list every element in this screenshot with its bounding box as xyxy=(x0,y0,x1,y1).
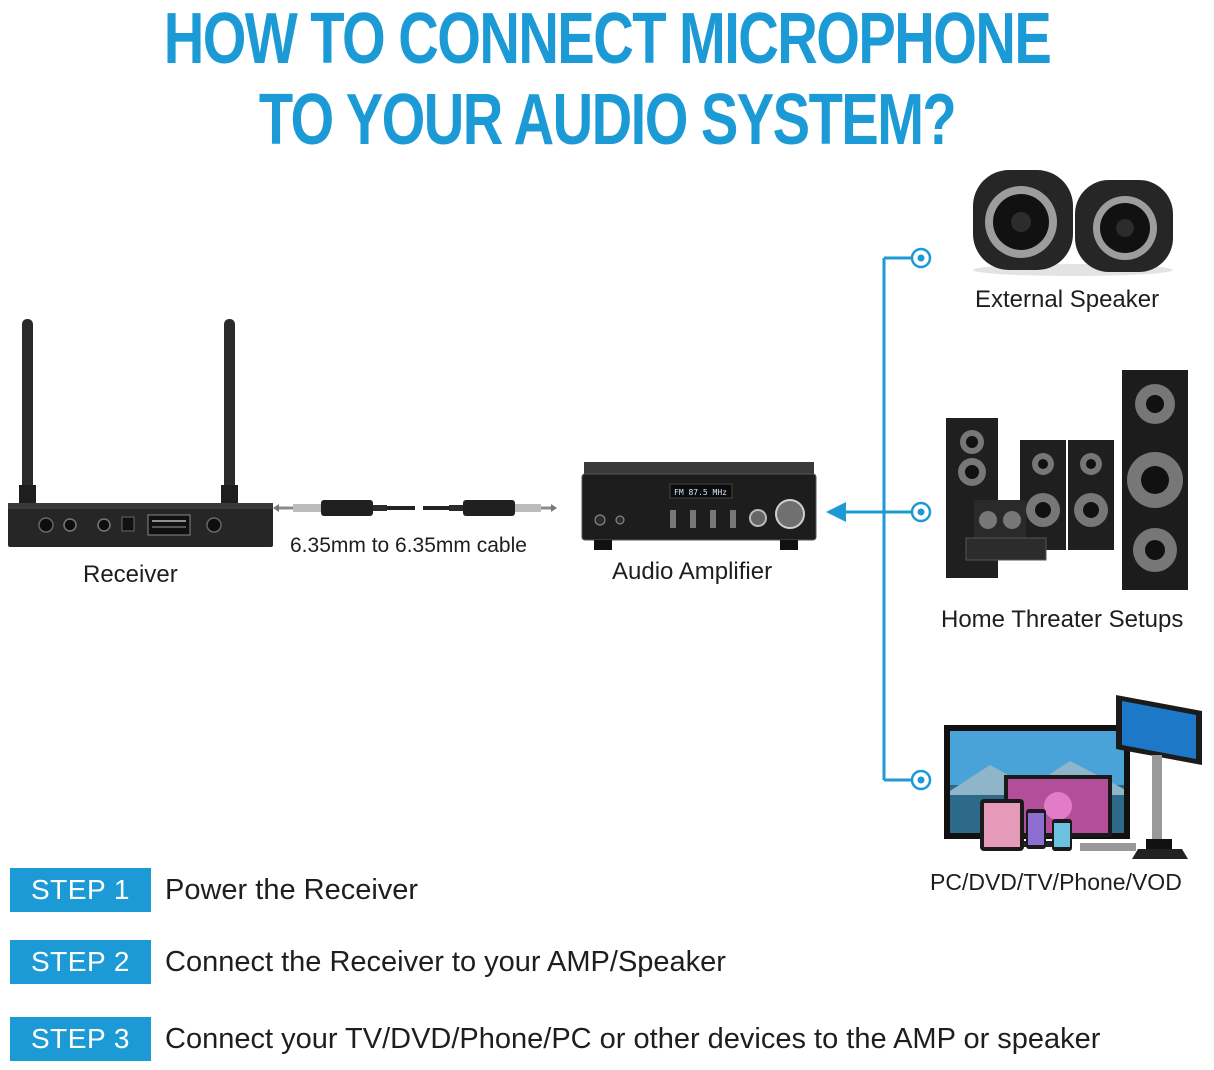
title-line-1: HOW TO CONNECT MICROPHONE xyxy=(163,0,1052,79)
devices-illustration xyxy=(944,695,1202,859)
title-line-2: TO YOUR AUDIO SYSTEM? xyxy=(258,80,957,160)
receiver-illustration xyxy=(8,319,273,547)
step-1-badge: STEP 1 xyxy=(10,868,151,912)
home-theater-label: Home Threater Setups xyxy=(941,606,1184,633)
step-2: STEP 2 Connect the Receiver to your AMP/… xyxy=(10,940,726,984)
home-theater-illustration xyxy=(946,370,1188,590)
external-speaker-label: External Speaker xyxy=(975,286,1160,313)
step-1: STEP 1 Power the Receiver xyxy=(10,868,418,912)
right-antenna xyxy=(224,319,235,504)
step-3-text: Connect your TV/DVD/Phone/PC or other de… xyxy=(165,1022,1101,1055)
left-antenna xyxy=(22,319,33,504)
cable-illustration xyxy=(273,500,557,516)
amp-display-text: FM 87.5 MHz xyxy=(674,488,727,497)
speakers-illustration xyxy=(973,170,1173,276)
devices-label: PC/DVD/TV/Phone/VOD xyxy=(930,869,1182,895)
connection-lines xyxy=(826,247,932,791)
step-1-text: Power the Receiver xyxy=(165,873,419,906)
step-2-text: Connect the Receiver to your AMP/Speaker xyxy=(165,945,726,978)
receiver-label: Receiver xyxy=(83,561,178,588)
amplifier-illustration: FM 87.5 MHz xyxy=(581,462,817,550)
step-2-badge: STEP 2 xyxy=(10,940,151,984)
amplifier-label: Audio Amplifier xyxy=(612,558,773,585)
cable-label: 6.35mm to 6.35mm cable xyxy=(290,534,527,557)
arrow-left-icon xyxy=(826,502,846,522)
step-3: STEP 3 Connect your TV/DVD/Phone/PC or o… xyxy=(10,1017,1100,1061)
step-3-badge: STEP 3 xyxy=(10,1017,151,1061)
